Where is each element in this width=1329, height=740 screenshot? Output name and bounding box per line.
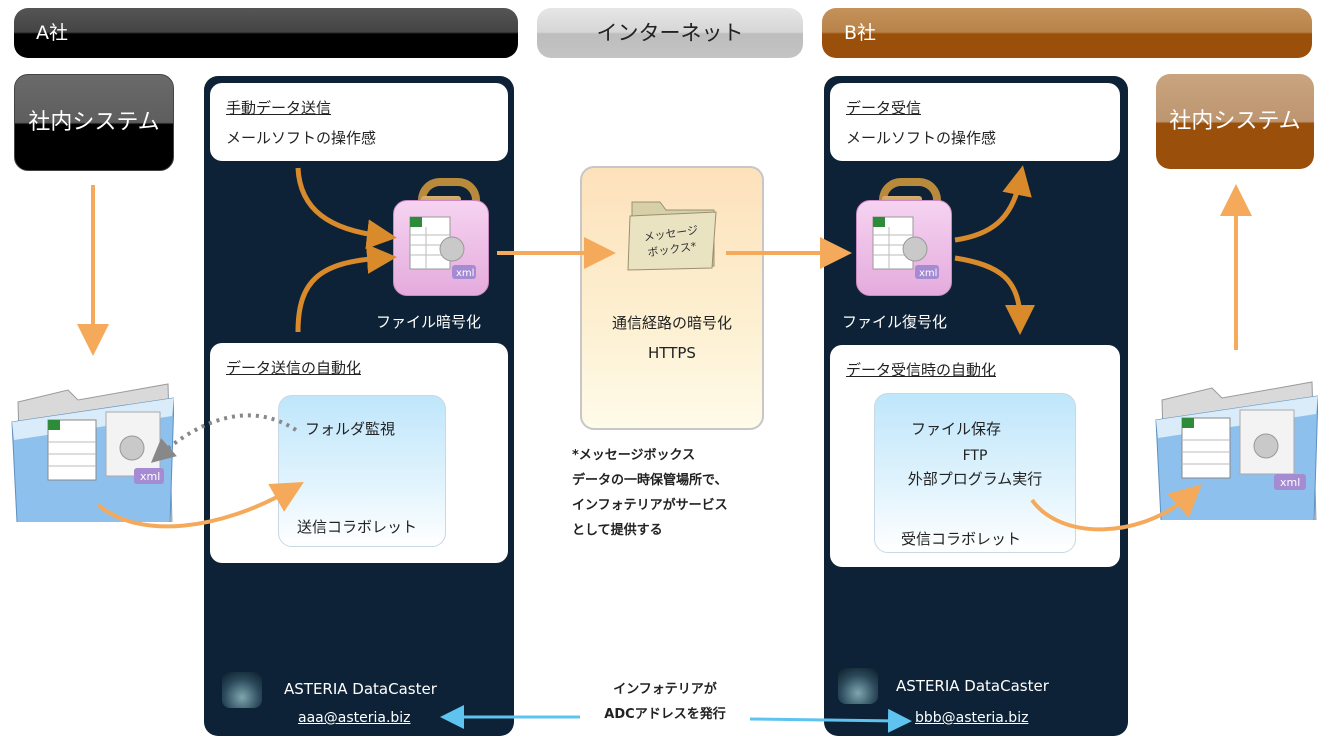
xml-label-a-folder: xml: [140, 470, 160, 483]
arrow-manual-to-encrypt: [295, 167, 397, 250]
arrow-decrypt-to-manual: [954, 165, 1032, 243]
arrow-folder-watch: [150, 413, 298, 463]
lock-icon-b: [879, 178, 941, 208]
asteria-logo-a-icon: [222, 672, 262, 708]
external-program-label: 外部プログラム実行: [907, 470, 1043, 488]
receive-collaboret-label: 受信コラボレット: [901, 530, 1022, 548]
send-collaboret-label: 送信コラボレット: [297, 518, 418, 536]
note-line-2: データの一時保管場所で、: [572, 473, 728, 488]
arrow-folder-to-collab-a: [96, 482, 304, 529]
send-collaboret: フォルダ監視 送信コラボレット: [278, 395, 446, 547]
route-encrypt-label: 通信経路の暗号化: [611, 314, 732, 332]
arrow-collab-to-folder-b: [1030, 484, 1202, 532]
lock-icon: [418, 178, 480, 208]
note-line-1: *メッセージボックス: [572, 448, 696, 463]
xml-label: xml: [456, 268, 474, 279]
internal-system-b: 社内システム: [1156, 74, 1314, 169]
address-issuer-note: インフォテリアが ADCアドレスを発行: [590, 677, 740, 727]
folder-a-icon: xml: [11, 383, 174, 522]
product-name-a: ASTERIA DataCaster: [284, 680, 437, 698]
manual-send-card: 手動データ送信 メールソフトの操作感: [210, 83, 508, 161]
folder-watch-label: フォルダ監視: [305, 420, 396, 438]
product-name-b: ASTERIA DataCaster: [896, 677, 1049, 695]
header-company-a-label: A社: [36, 22, 68, 44]
issuer-line-2: ADCアドレスを発行: [604, 707, 726, 722]
issuer-line-1: インフォテリアが: [613, 682, 717, 697]
decrypted-document-icon: xml: [856, 200, 952, 296]
receive-collaboret: ファイル保存 FTP 外部プログラム実行 受信コラボレット: [874, 393, 1076, 553]
message-box-note: *メッセージボックス データの一時保管場所で、 インフォテリアがサービス として…: [572, 443, 728, 543]
message-box-panel: メッセージ ボックス* 通信経路の暗号化 HTTPS: [580, 166, 764, 430]
arrow-issue-address-b: [749, 708, 912, 733]
header-company-b: B社: [822, 8, 1312, 58]
spreadsheet-xml-icon: xml: [409, 216, 476, 279]
file-save-label: ファイル保存: [911, 420, 1002, 438]
manual-receive-subtitle: メールソフトの操作感: [846, 129, 997, 147]
manual-receive-title: データ受信: [846, 99, 922, 117]
arrow-decrypt-to-auto: [954, 255, 1035, 335]
ftp-label: FTP: [962, 448, 988, 464]
spreadsheet-xml-icon-b: xml: [872, 216, 939, 279]
file-encrypt-label: ファイル暗号化: [376, 313, 482, 331]
internal-system-a: 社内システム: [14, 74, 174, 171]
xml-label-b: xml: [919, 268, 937, 279]
manual-receive-card: データ受信 メールソフトの操作感: [830, 83, 1120, 161]
auto-receive-title: データ受信時の自動化: [846, 361, 997, 379]
xml-label-b-folder: xml: [1280, 476, 1300, 489]
address-b: bbb@asteria.biz: [915, 710, 1029, 726]
arrow-auto-to-encrypt: [295, 244, 397, 333]
manual-send-subtitle: メールソフトの操作感: [226, 129, 377, 147]
encrypted-document-icon: xml: [393, 200, 489, 296]
header-company-b-label: B社: [844, 22, 877, 44]
message-box-folder-icon: メッセージ ボックス*: [627, 201, 717, 271]
header-company-a: A社: [14, 8, 518, 58]
manual-send-title: 手動データ送信: [226, 99, 332, 117]
note-line-4: として提供する: [572, 523, 663, 538]
header-internet: インターネット: [537, 8, 803, 58]
auto-send-title: データ送信の自動化: [226, 359, 362, 377]
address-a: aaa@asteria.biz: [298, 710, 411, 726]
file-decrypt-label: ファイル復号化: [842, 313, 948, 331]
https-label: HTTPS: [648, 344, 696, 362]
asteria-logo-b-icon: [838, 668, 878, 704]
note-line-3: インフォテリアがサービス: [572, 498, 728, 513]
